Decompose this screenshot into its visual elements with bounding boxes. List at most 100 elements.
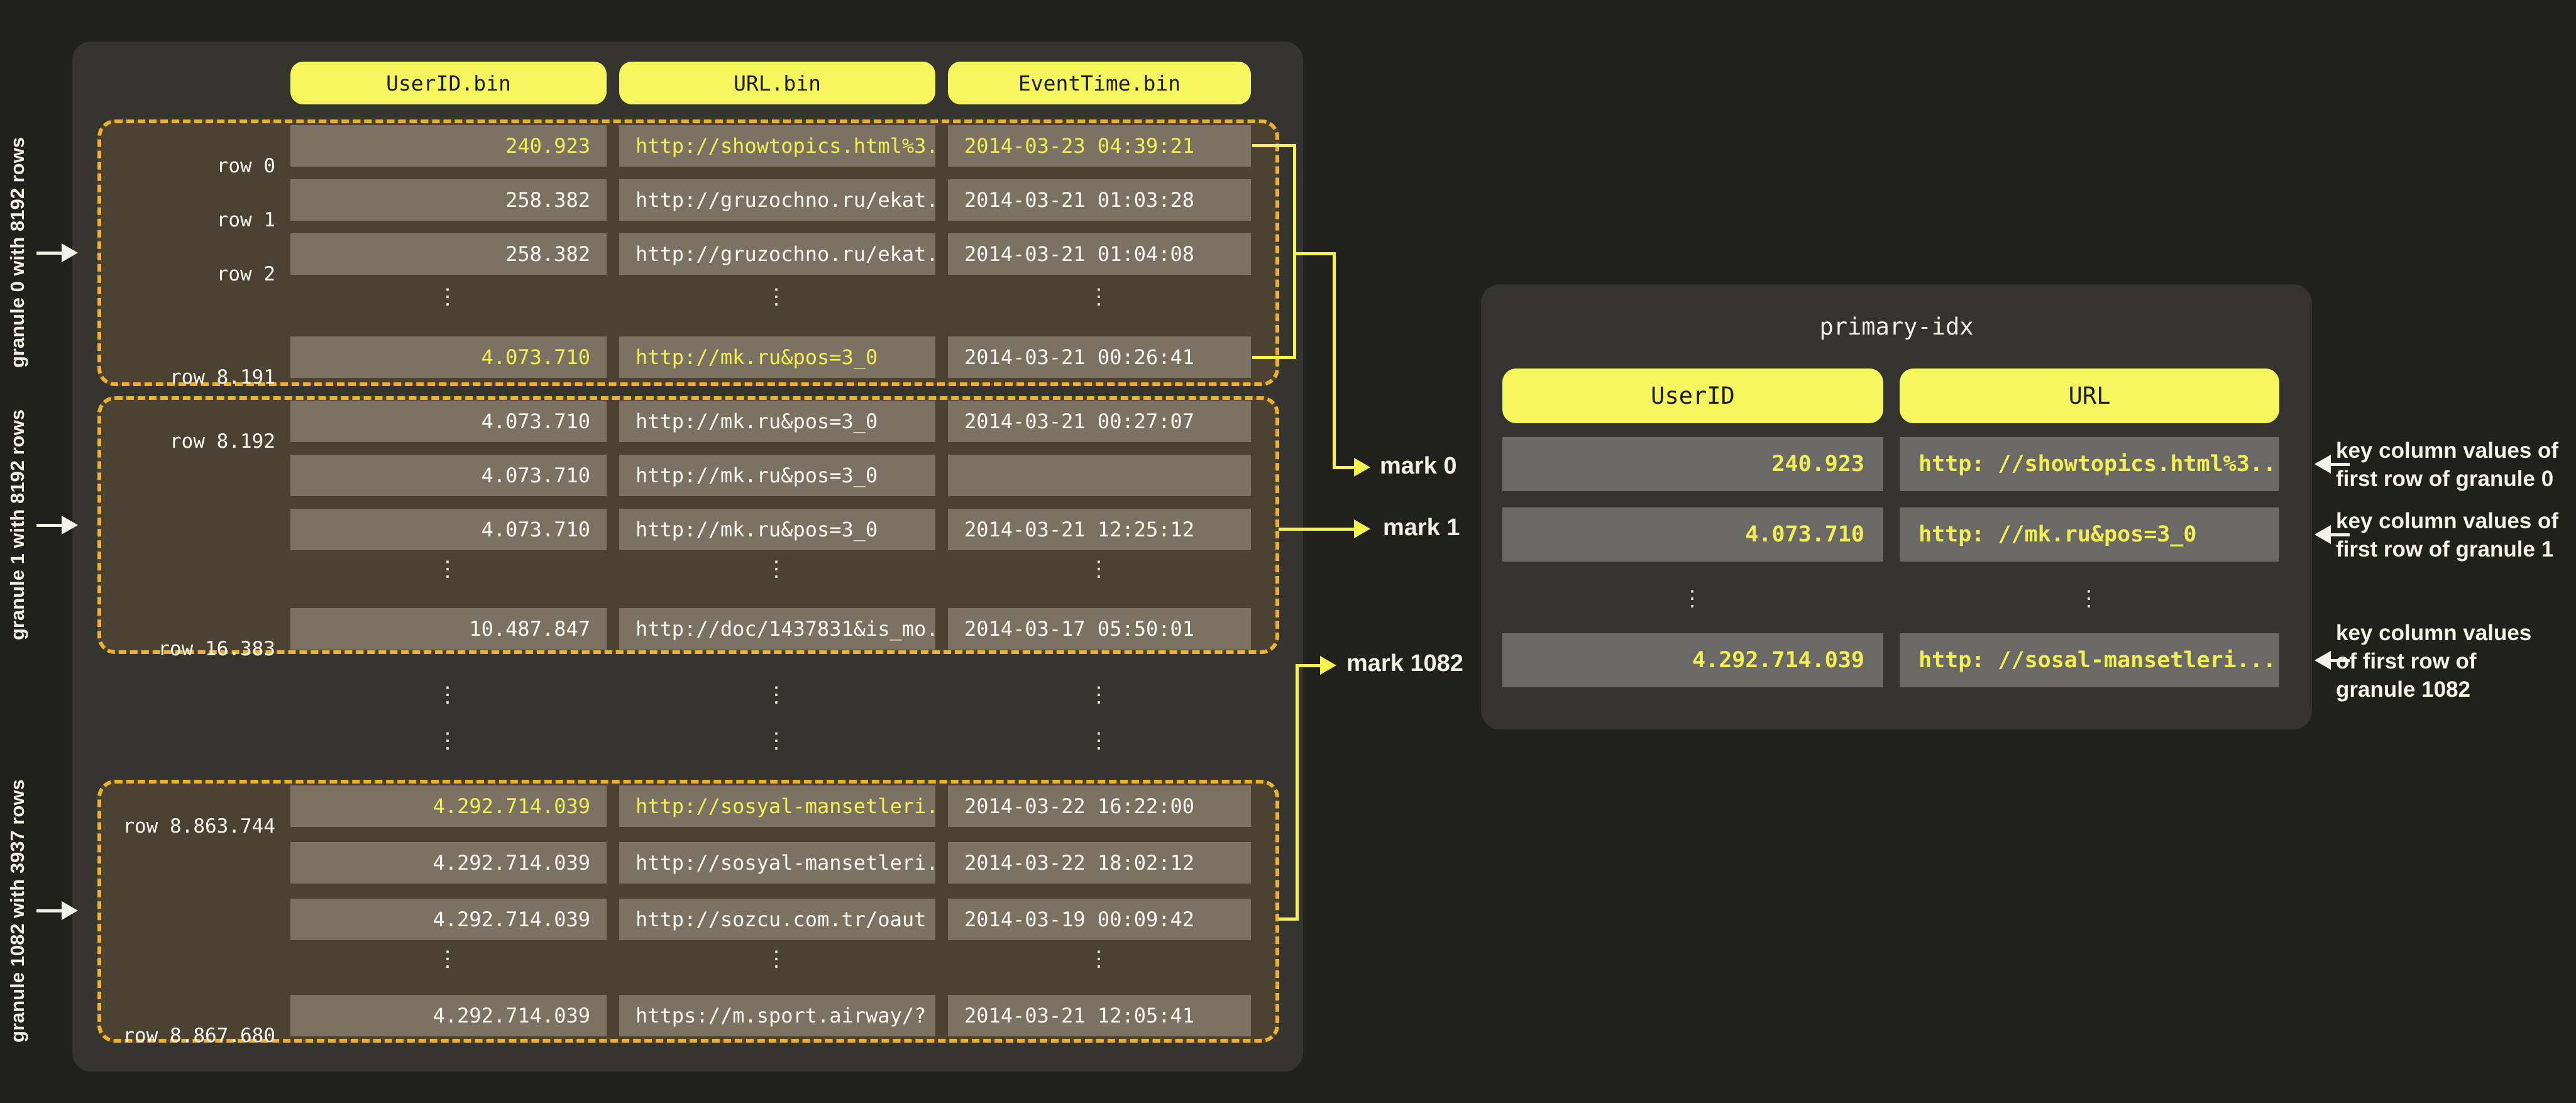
cell-value: 4.292.714.039 — [1692, 648, 1864, 673]
cell-value: 2014-03-21 00:27:07 — [964, 409, 1195, 433]
cell-value: 4.073.710 — [481, 345, 590, 369]
annotation-line: key column values — [2336, 621, 2532, 645]
annotation-line: of first row of — [2336, 649, 2477, 673]
table-cell-userid: 258.382 — [290, 233, 607, 275]
table-cell-eventtime: 2014-03-19 00:09:42 — [948, 899, 1251, 940]
cell-value: 2014-03-21 01:03:28 — [964, 188, 1195, 212]
arrow-right-icon — [1354, 519, 1370, 538]
arrow-left-icon — [2315, 651, 2331, 670]
cell-value: 2014-03-19 00:09:42 — [964, 907, 1195, 931]
table-cell-url: http://mk.ru&pos=3_0 — [619, 455, 935, 496]
header-label: URL.bin — [733, 70, 822, 96]
arrow-right-icon — [62, 901, 78, 920]
table-cell-userid: 240.923 — [290, 125, 607, 167]
cell-value: 10.487.847 — [469, 617, 590, 641]
index-cell-url: http: //sosal-mansetleri... — [1900, 633, 2279, 687]
cell-value: 4.073.710 — [481, 518, 590, 541]
ellipsis: ⋮ — [766, 682, 788, 707]
ellipsis: ⋮ — [766, 284, 788, 309]
table-cell-url: http://mk.ru&pos=3_0 — [619, 509, 935, 550]
header-pill-userid-bin: UserID.bin — [290, 62, 607, 104]
table-cell-eventtime: 2014-03-21 00:27:07 — [948, 401, 1251, 442]
cell-value: 2014-03-21 12:25:12 — [964, 518, 1195, 541]
ellipsis: ⋮ — [437, 946, 460, 972]
cell-value: 258.382 — [505, 242, 590, 266]
cell-value: 4.073.710 — [481, 409, 590, 433]
mark0-label: mark 0 — [1380, 453, 1457, 479]
cell-value: 4.073.710 — [1745, 522, 1864, 547]
table-cell-url: http://mk.ru&pos=3_0 — [619, 336, 935, 378]
index-cell-url: http: //showtopics.html%3... — [1900, 437, 2279, 491]
annotation-granule-0: key column values of first row of granul… — [2336, 436, 2558, 493]
granule-1082-side-label: granule 1082 with 3937 rows — [6, 779, 28, 1043]
ellipsis: ⋮ — [766, 728, 788, 753]
ellipsis: ⋮ — [2078, 586, 2101, 611]
annotation-line: key column values of — [2336, 509, 2559, 533]
ellipsis: ⋮ — [437, 284, 460, 309]
annotation-line: first row of granule 0 — [2336, 467, 2554, 491]
granule-1082-arrow-line — [36, 909, 64, 912]
table-cell-eventtime — [948, 455, 1251, 496]
table-cell-url: https://m.sport.airway/? — [619, 995, 935, 1036]
table-cell-userid: 4.073.710 — [290, 401, 607, 442]
cell-value: 4.292.714.039 — [432, 794, 590, 818]
header-pill-eventtime-bin: EventTime.bin — [948, 62, 1251, 104]
table-cell-userid: 4.292.714.039 — [290, 842, 607, 884]
cell-value: 2014-03-22 16:22:00 — [964, 794, 1195, 818]
table-cell-eventtime: 2014-03-21 12:25:12 — [948, 509, 1251, 550]
table-cell-eventtime: 2014-03-21 12:05:41 — [948, 995, 1251, 1036]
table-cell-userid: 4.292.714.039 — [290, 899, 607, 940]
row-label: row 0 — [216, 155, 275, 177]
table-cell-userid: 4.073.710 — [290, 509, 607, 550]
row-label: row 8.191 — [170, 366, 275, 389]
cell-value: http://mk.ru&pos=3_0 — [636, 518, 878, 541]
cell-value: 2014-03-17 05:50:01 — [964, 617, 1195, 641]
table-cell-userid: 4.073.710 — [290, 455, 607, 496]
cell-value: 240.923 — [1771, 452, 1864, 477]
arrow-right-icon — [1354, 458, 1370, 477]
header-label: UserID — [1651, 382, 1735, 409]
ellipsis: ⋮ — [437, 728, 460, 753]
arrow-right-icon — [62, 243, 78, 262]
cell-value: 2014-03-21 12:05:41 — [964, 1004, 1195, 1028]
table-cell-eventtime: 2014-03-21 01:04:08 — [948, 233, 1251, 275]
mark1-label: mark 1 — [1383, 514, 1460, 541]
table-cell-url: http://sozcu.com.tr/oaut — [619, 899, 935, 940]
annotation-arrow-line — [2328, 659, 2350, 662]
cell-value: http://gruzochno.ru/ekat... — [636, 242, 935, 266]
arrow-right-icon — [62, 516, 78, 535]
cell-value: http: //showtopics.html%3... — [1918, 452, 2279, 477]
table-cell-eventtime: 2014-03-21 01:03:28 — [948, 179, 1251, 221]
table-cell-userid: 10.487.847 — [290, 608, 607, 650]
mark1082-arrow-line — [1296, 664, 1322, 667]
row-label: row 1 — [216, 209, 275, 231]
index-cell-url: http: //mk.ru&pos=3_0 — [1900, 507, 2279, 562]
granule-0-side-label: granule 0 with 8192 rows — [6, 137, 28, 369]
ellipsis: ⋮ — [766, 557, 788, 582]
ellipsis: ⋮ — [1088, 946, 1111, 972]
index-cell-userid: 240.923 — [1502, 437, 1883, 491]
annotation-granule-1: key column values of first row of granul… — [2336, 507, 2558, 563]
cell-value: 4.292.714.039 — [432, 907, 590, 931]
mark1082-stub — [1279, 917, 1299, 921]
ellipsis: ⋮ — [766, 946, 788, 972]
cell-value: 4.292.714.039 — [432, 851, 590, 875]
mark0-drop — [1333, 252, 1336, 469]
ellipsis: ⋮ — [1088, 728, 1111, 753]
mark1082-riser — [1296, 664, 1299, 921]
table-cell-url: http://doc/1437831&is_mo... — [619, 608, 935, 650]
cell-value: http://gruzochno.ru/ekat... — [636, 188, 935, 212]
header-label: URL — [2068, 382, 2111, 409]
mark0-stub-bottom — [1252, 356, 1296, 359]
cell-value: 240.923 — [505, 134, 590, 158]
table-cell-userid: 4.073.710 — [290, 336, 607, 378]
table-cell-userid: 4.292.714.039 — [290, 785, 607, 827]
row-label: row 2 — [216, 263, 275, 285]
table-cell-url: http://sosyal-mansetleri... — [619, 842, 935, 884]
mark0-bracket — [1293, 144, 1296, 359]
cell-value: 2014-03-21 01:04:08 — [964, 242, 1195, 266]
cell-value: https://m.sport.airway/? — [636, 1004, 927, 1028]
table-cell-eventtime: 2014-03-17 05:50:01 — [948, 608, 1251, 650]
primary-index-title: primary-idx — [1819, 313, 1974, 340]
